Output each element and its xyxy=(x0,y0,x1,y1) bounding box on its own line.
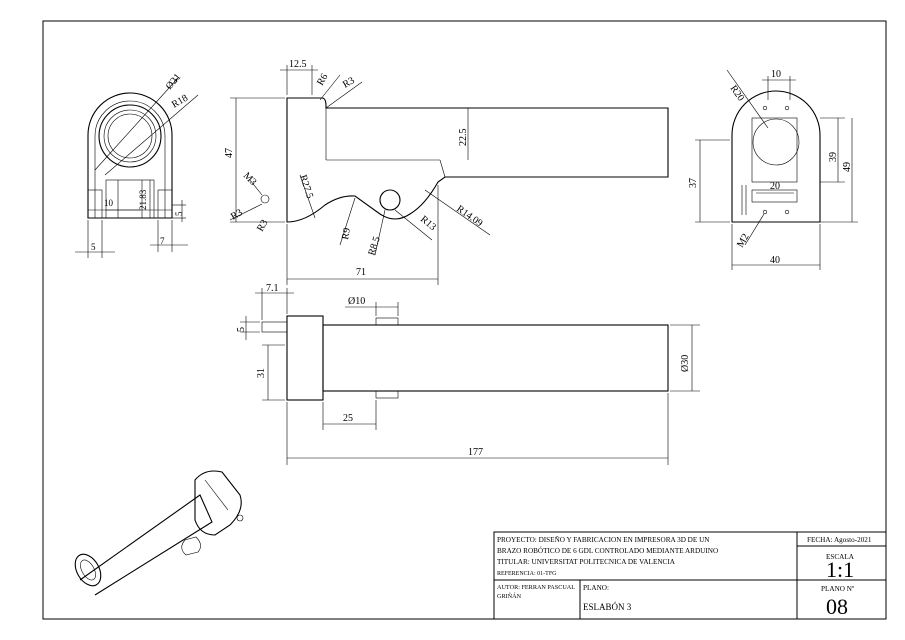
left-5-right: 5 xyxy=(174,211,184,216)
right-39: 39 xyxy=(828,152,839,162)
left-7: 7 xyxy=(160,236,165,246)
title-autor-2: GRIÑÁN xyxy=(497,592,522,600)
title-fecha: FECHA: Agosto-2021 xyxy=(807,536,872,544)
title-escala-value: 1:1 xyxy=(826,557,854,582)
top-25: 25 xyxy=(343,413,353,424)
front-r8-5: R8.5 xyxy=(366,235,382,257)
title-plano-name: ESLABÓN 3 xyxy=(583,602,632,612)
top-7-1: 7.1 xyxy=(266,283,279,294)
front-47: 47 xyxy=(224,148,235,158)
title-proyecto-2: BRAZO ROBÓTICO DE 6 GDL CONTROLADO MEDIA… xyxy=(497,545,718,555)
front-r27-5: R27.5 xyxy=(297,174,315,200)
right-side-view: R20 10 39 49 37 20 M2 40 xyxy=(688,69,858,270)
title-plano-no-value: 08 xyxy=(826,594,848,619)
top-31: 31 xyxy=(256,368,267,378)
front-r3-a: R3 xyxy=(229,207,245,222)
left-10: 10 xyxy=(104,198,114,208)
front-r9: R9 xyxy=(340,227,353,240)
title-escala-label: ESCALA xyxy=(826,553,855,561)
isometric-view xyxy=(74,470,244,596)
title-autor-1: AUTOR: FERRAN PASCUAL xyxy=(497,584,575,591)
right-10: 10 xyxy=(771,69,781,80)
right-49: 49 xyxy=(842,162,853,172)
title-referencia: REFERENCIA: 01-TFG xyxy=(497,571,557,577)
left-side-view: Ø21 R18 21.83 10 5 5 7 xyxy=(75,72,199,258)
sheet-border xyxy=(42,20,887,620)
left-r18: R18 xyxy=(170,93,190,111)
right-r20: R20 xyxy=(728,83,747,103)
front-r13: R13 xyxy=(418,214,438,233)
front-71: 71 xyxy=(356,267,366,278)
front-r3-b: R3 xyxy=(255,218,270,234)
front-22-5: 22.5 xyxy=(458,129,469,147)
right-20: 20 xyxy=(770,181,780,192)
front-12-5: 12.5 xyxy=(289,59,307,70)
title-plano-label: PLANO: xyxy=(583,584,609,592)
right-40: 40 xyxy=(770,255,780,266)
front-r3-top: R3 xyxy=(341,75,357,90)
title-proyecto-1: PROYECTO: DISEÑO Y FABRICACION EN IMPRES… xyxy=(497,534,710,544)
left-5-bottom: 5 xyxy=(91,242,96,252)
front-m3: M3 xyxy=(241,170,259,188)
top-5: 5 xyxy=(236,327,247,332)
title-plano-no-label: PLANO Nº xyxy=(821,585,855,593)
front-r6: R6 xyxy=(315,72,330,88)
front-r14-09: R14.09 xyxy=(454,203,484,229)
title-block: PROYECTO: DISEÑO Y FABRICACION EN IMPRES… xyxy=(493,531,887,620)
right-m2: M2 xyxy=(735,232,751,250)
left-dia-21: Ø21 xyxy=(164,72,184,92)
title-titular: TITULAR: UNIVERSITAT POLITECNICA DE VALE… xyxy=(497,558,676,566)
top-177: 177 xyxy=(468,447,483,458)
right-37: 37 xyxy=(688,178,699,188)
top-dia-10: Ø10 xyxy=(348,296,365,307)
top-dia-30: Ø30 xyxy=(680,355,691,372)
left-21-83: 21.83 xyxy=(138,189,148,210)
top-view: 7.1 5 Ø10 31 Ø30 25 177 xyxy=(236,283,700,465)
front-view: 12.5 R6 R3 47 22.5 M3 R27.5 R3 R3 R9 R8.… xyxy=(224,59,669,285)
